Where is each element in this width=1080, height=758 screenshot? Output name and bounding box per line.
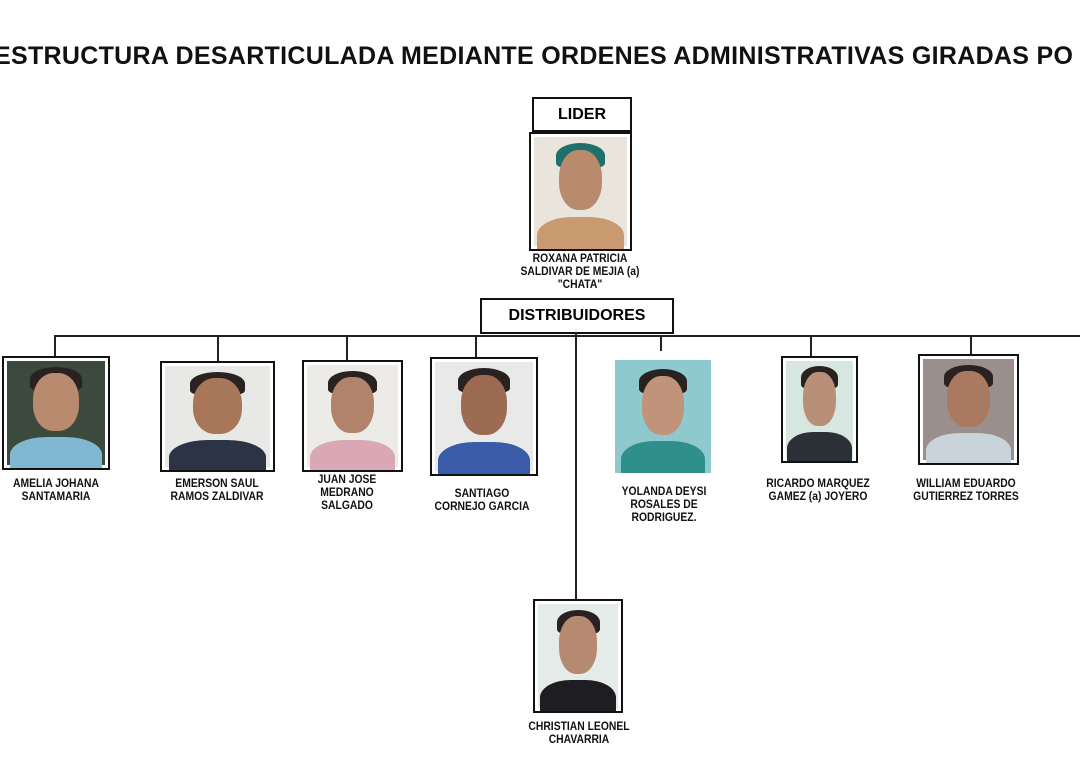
connector <box>346 335 348 361</box>
connector <box>575 332 577 600</box>
connector <box>54 335 56 357</box>
connector <box>660 335 662 351</box>
member-photo <box>430 357 538 476</box>
leader-heading-text: LIDER <box>558 105 606 123</box>
member-photo <box>302 360 403 472</box>
member-photo <box>918 354 1019 465</box>
name-line: SALDIVAR DE MEJIA (a) <box>520 266 640 278</box>
leader-name: ROXANA PATRICIA SALDIVAR DE MEJIA (a) "C… <box>513 253 648 292</box>
member-photo <box>781 356 858 463</box>
chart-title: ESTRUCTURA DESARTICULADA MEDIANTE ORDENE… <box>0 42 1074 70</box>
member-photo <box>615 360 711 473</box>
name-line: "CHATA" <box>557 279 603 291</box>
member-photo <box>533 599 623 713</box>
distributors-heading: DISTRIBUIDORES <box>480 298 674 334</box>
name-line: ROXANA PATRICIA <box>532 253 628 265</box>
connector <box>970 335 972 355</box>
connector-horizontal <box>54 335 1080 337</box>
connector <box>475 335 477 358</box>
leader-heading: LIDER <box>532 97 632 132</box>
distributors-heading-text: DISTRIBUIDORES <box>508 307 646 324</box>
member-photo <box>2 356 110 470</box>
connector <box>810 335 812 357</box>
connector <box>217 335 219 362</box>
member-photo <box>160 361 275 472</box>
leader-photo <box>529 132 632 251</box>
